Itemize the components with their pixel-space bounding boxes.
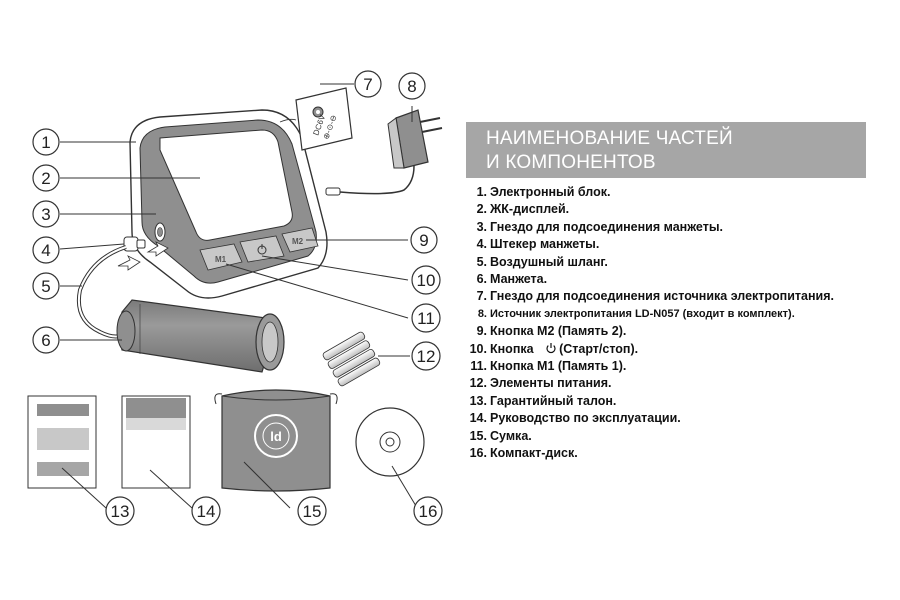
- callout-2: 2: [32, 164, 60, 192]
- list-item: 4.Штекер манжеты.: [476, 237, 600, 252]
- compact-disc: [355, 407, 425, 477]
- list-item: 3.Гнездо для подсоединения манжеты.: [476, 219, 723, 234]
- list-item: 13.Гарантийный талон.: [469, 393, 617, 408]
- svg-text:4: 4: [41, 241, 50, 260]
- svg-text:14: 14: [197, 502, 216, 521]
- svg-text:M2: M2: [292, 237, 304, 246]
- svg-text:16: 16: [419, 502, 438, 521]
- parts-list: 1.Электронный блок. 2.ЖК-дисплей. 3.Гнез…: [466, 184, 834, 463]
- cuff: [116, 299, 285, 373]
- list-item: 7.Гнездо для подсоединения источника эле…: [476, 289, 834, 304]
- list-item: 5.Воздушный шланг.: [476, 254, 608, 269]
- callout-3: 3: [32, 200, 60, 228]
- callout-8: 8: [398, 72, 426, 100]
- callout-1: 1: [32, 128, 60, 156]
- callout-7: 7: [354, 70, 382, 98]
- callout-5: 5: [32, 272, 60, 300]
- button-m1: M1: [199, 243, 243, 271]
- callout-9: 9: [410, 226, 438, 254]
- lcd-display: [159, 129, 293, 241]
- list-item: 6.Манжета.: [476, 272, 548, 287]
- section-title-line-2: И КОМПОНЕНТОВ: [486, 152, 656, 173]
- svg-text:ld: ld: [270, 429, 282, 444]
- carry-bag: ld: [214, 389, 338, 492]
- svg-text:13: 13: [111, 502, 130, 521]
- callout-13: 13: [105, 496, 135, 526]
- power-icon: [546, 342, 556, 353]
- svg-text:10: 10: [417, 271, 436, 290]
- callout-14: 14: [191, 496, 221, 526]
- callout-15: 15: [297, 496, 327, 526]
- svg-text:5: 5: [41, 277, 50, 296]
- section-header: НАИМЕНОВАНИЕ ЧАСТЕЙ И КОМПОНЕНТОВ: [466, 122, 866, 178]
- list-item: 16.Компакт-диск.: [469, 446, 578, 461]
- cuff-socket: [154, 222, 166, 242]
- list-item: 12.Элементы питания.: [469, 376, 612, 391]
- user-manual: [121, 395, 191, 489]
- list-item: 10.Кнопка (Старт/стоп).: [469, 341, 639, 356]
- svg-text:M1: M1: [215, 255, 227, 264]
- callout-12: 12: [411, 341, 441, 371]
- callout-6: 6: [32, 326, 60, 354]
- section-title-line-1: НАИМЕНОВАНИЕ ЧАСТЕЙ: [486, 128, 733, 149]
- list-item: 14.Руководство по эксплуатации.: [469, 411, 681, 426]
- power-jack-detail: DC6V ⊕-⊙-⊖: [279, 87, 353, 151]
- callout-10: 10: [411, 265, 441, 295]
- power-adapter: [325, 109, 443, 196]
- callout-4: 4: [32, 236, 60, 264]
- svg-text:8: 8: [407, 77, 416, 96]
- svg-text:9: 9: [419, 231, 428, 250]
- button-m2: M2: [281, 227, 319, 253]
- list-item: 8.Источник электропитания LD-N057 (входи…: [477, 307, 795, 320]
- svg-text:11: 11: [417, 309, 435, 328]
- list-item: 2.ЖК-дисплей.: [476, 202, 570, 217]
- svg-text:15: 15: [303, 502, 322, 521]
- svg-text:12: 12: [417, 347, 436, 366]
- brand-logo: ld: [254, 414, 298, 458]
- leader-lines: [59, 83, 417, 509]
- electronic-unit: M1 M2: [129, 109, 328, 299]
- svg-text:6: 6: [41, 331, 50, 350]
- svg-text:7: 7: [363, 75, 372, 94]
- cuff-connector: [117, 236, 169, 271]
- warranty-card: [27, 395, 97, 489]
- batteries: [322, 331, 381, 387]
- button-start-stop: [239, 235, 285, 263]
- list-item: 15.Сумка.: [469, 428, 532, 443]
- callout-11: 11: [411, 303, 441, 333]
- svg-text:2: 2: [41, 169, 50, 188]
- svg-text:3: 3: [41, 205, 50, 224]
- list-item: 11.Кнопка М1 (Память 1).: [470, 359, 627, 374]
- callout-16: 16: [413, 496, 443, 526]
- list-item: 1.Электронный блок.: [476, 185, 611, 199]
- list-item: 9.Кнопка М2 (Память 2).: [476, 324, 627, 339]
- power-icon: [257, 244, 267, 255]
- svg-text:1: 1: [41, 133, 50, 152]
